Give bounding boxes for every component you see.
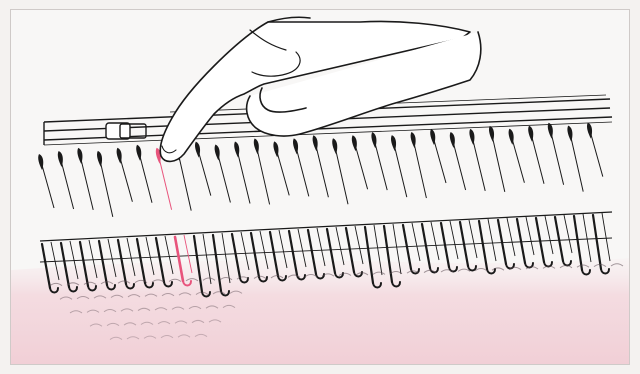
needle xyxy=(528,126,544,184)
needle xyxy=(77,148,93,210)
needle xyxy=(273,141,289,195)
needle xyxy=(450,132,466,190)
needle xyxy=(313,135,329,197)
needle xyxy=(430,129,446,183)
needle xyxy=(489,126,505,192)
needle xyxy=(97,151,113,217)
needle xyxy=(391,135,407,197)
needle xyxy=(567,126,583,192)
needle xyxy=(371,132,387,190)
hook xyxy=(498,218,515,269)
needle xyxy=(293,138,309,196)
needle xyxy=(352,135,368,189)
needle xyxy=(411,132,427,198)
fabric-area xyxy=(11,258,629,364)
needle xyxy=(38,154,54,208)
needle xyxy=(136,145,152,203)
needle xyxy=(587,123,603,177)
needle xyxy=(332,138,348,204)
hook xyxy=(460,220,477,271)
needle xyxy=(548,123,564,185)
needle xyxy=(215,145,231,203)
needle xyxy=(469,129,485,191)
needle xyxy=(509,129,525,183)
needle xyxy=(58,151,74,209)
needle xyxy=(195,142,211,196)
needle xyxy=(117,148,133,202)
needle xyxy=(234,142,250,204)
needle xyxy=(254,138,270,204)
